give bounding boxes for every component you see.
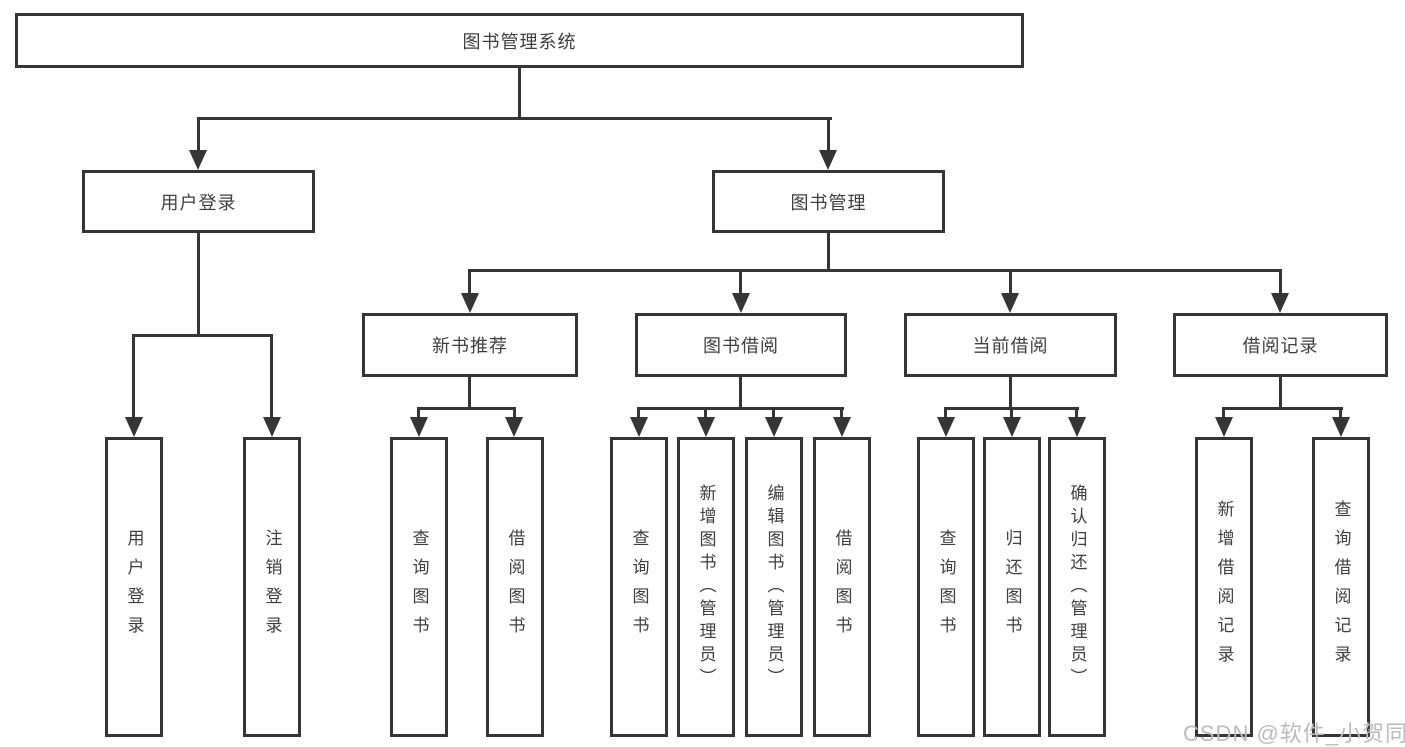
- arrowhead-icon: [697, 417, 715, 437]
- line-segment: [197, 233, 200, 337]
- node-borrowing-records-label: 借阅记录: [1242, 336, 1319, 356]
- node-book-borrowing-label: 图书借阅: [703, 336, 779, 356]
- line-segment: [132, 334, 135, 420]
- line-segment: [417, 407, 516, 410]
- node-user-login-label: 用户登录: [160, 192, 237, 213]
- line-segment: [1009, 377, 1012, 409]
- node-new-book-recommendation-label: 新书推荐: [432, 336, 508, 356]
- leaf-records-query-record-label: 查询借阅记录: [1331, 500, 1351, 674]
- arrowhead-icon: [1003, 417, 1021, 437]
- line-segment: [739, 377, 742, 409]
- line-segment: [513, 407, 516, 421]
- line-segment: [468, 269, 1282, 272]
- arrowhead-icon: [819, 150, 837, 170]
- arrowhead-icon: [410, 417, 428, 437]
- leaf-borrowing-add-books: 新增图书（管理员）: [677, 437, 735, 737]
- arrowhead-icon: [263, 417, 281, 437]
- node-root: 图书管理系统: [15, 13, 1024, 68]
- arrowhead-icon: [1068, 417, 1086, 437]
- leaf-records-query-record: 查询借阅记录: [1312, 437, 1370, 737]
- line-segment: [468, 269, 471, 299]
- arrowhead-icon: [1001, 293, 1019, 313]
- line-segment: [1010, 407, 1013, 421]
- leaf-user-login-label: 用户登录: [124, 529, 144, 645]
- node-book-management: 图书管理: [712, 170, 945, 233]
- line-segment: [827, 117, 830, 157]
- line-segment: [704, 407, 707, 421]
- csdn-watermark: CSDN @软件_小贺同学: [1183, 721, 1405, 746]
- leaf-current-return-books-label: 归还图书: [1002, 529, 1022, 645]
- line-segment: [827, 233, 830, 271]
- leaf-current-query-books-label: 查询图书: [936, 529, 956, 645]
- leaf-recommend-query-books: 查询图书: [390, 437, 448, 737]
- line-segment: [1075, 407, 1078, 421]
- leaf-borrowing-edit-books: 编辑图书（管理员）: [745, 437, 803, 737]
- line-segment: [1009, 269, 1012, 299]
- line-segment: [637, 407, 640, 421]
- node-current-borrowing: 当前借阅: [904, 313, 1117, 377]
- line-segment: [840, 407, 843, 421]
- line-segment: [468, 377, 471, 409]
- node-book-management-label: 图书管理: [790, 192, 867, 213]
- line-segment: [1279, 377, 1282, 409]
- line-segment: [518, 68, 521, 120]
- node-root-label: 图书管理系统: [462, 31, 577, 52]
- leaf-borrowing-edit-books-label: 编辑图书（管理员）: [764, 483, 784, 691]
- node-user-login: 用户登录: [82, 170, 315, 233]
- leaf-records-add-record-label: 新增借阅记录: [1214, 500, 1234, 674]
- line-segment: [197, 117, 832, 120]
- arrowhead-icon: [937, 417, 955, 437]
- node-borrowing-records: 借阅记录: [1173, 313, 1388, 377]
- arrowhead-icon: [765, 417, 783, 437]
- leaf-logout: 注销登录: [243, 437, 301, 737]
- leaf-logout-label: 注销登录: [262, 529, 282, 645]
- node-new-book-recommendation: 新书推荐: [362, 313, 578, 377]
- line-segment: [772, 407, 775, 421]
- leaf-borrowing-borrow-books: 借阅图书: [813, 437, 871, 737]
- arrowhead-icon: [461, 293, 479, 313]
- line-segment: [417, 407, 420, 421]
- arrowhead-icon: [505, 417, 523, 437]
- leaf-recommend-borrow-books-label: 借阅图书: [505, 529, 525, 645]
- line-segment: [1222, 407, 1225, 421]
- leaf-user-login: 用户登录: [105, 437, 163, 737]
- line-segment: [739, 269, 742, 299]
- line-segment: [197, 117, 200, 157]
- leaf-borrowing-query-books: 查询图书: [610, 437, 668, 737]
- node-current-borrowing-label: 当前借阅: [972, 336, 1049, 356]
- leaf-current-confirm-return: 确认归还（管理员）: [1048, 437, 1106, 737]
- arrowhead-icon: [732, 293, 750, 313]
- leaf-current-confirm-return-label: 确认归还（管理员）: [1067, 483, 1087, 691]
- arrowhead-icon: [833, 417, 851, 437]
- line-segment: [637, 407, 844, 410]
- line-segment: [1279, 269, 1282, 299]
- leaf-current-query-books: 查询图书: [917, 437, 975, 737]
- arrowhead-icon: [1271, 293, 1289, 313]
- arrowhead-icon: [1332, 417, 1350, 437]
- leaf-records-add-record: 新增借阅记录: [1195, 437, 1253, 737]
- line-segment: [944, 407, 947, 421]
- arrowhead-icon: [125, 417, 143, 437]
- leaf-borrowing-add-books-label: 新增图书（管理员）: [696, 483, 716, 691]
- arrowhead-icon: [630, 417, 648, 437]
- leaf-current-return-books: 归还图书: [983, 437, 1041, 737]
- line-segment: [132, 334, 273, 337]
- node-book-borrowing: 图书借阅: [635, 313, 847, 377]
- line-segment: [270, 334, 273, 420]
- arrowhead-icon: [1215, 417, 1233, 437]
- line-segment: [1222, 407, 1343, 410]
- leaf-borrowing-borrow-books-label: 借阅图书: [832, 529, 852, 645]
- leaf-recommend-borrow-books: 借阅图书: [486, 437, 544, 737]
- leaf-borrowing-query-books-label: 查询图书: [629, 529, 649, 645]
- leaf-recommend-query-books-label: 查询图书: [409, 529, 429, 645]
- line-segment: [1339, 407, 1342, 421]
- arrowhead-icon: [189, 150, 207, 170]
